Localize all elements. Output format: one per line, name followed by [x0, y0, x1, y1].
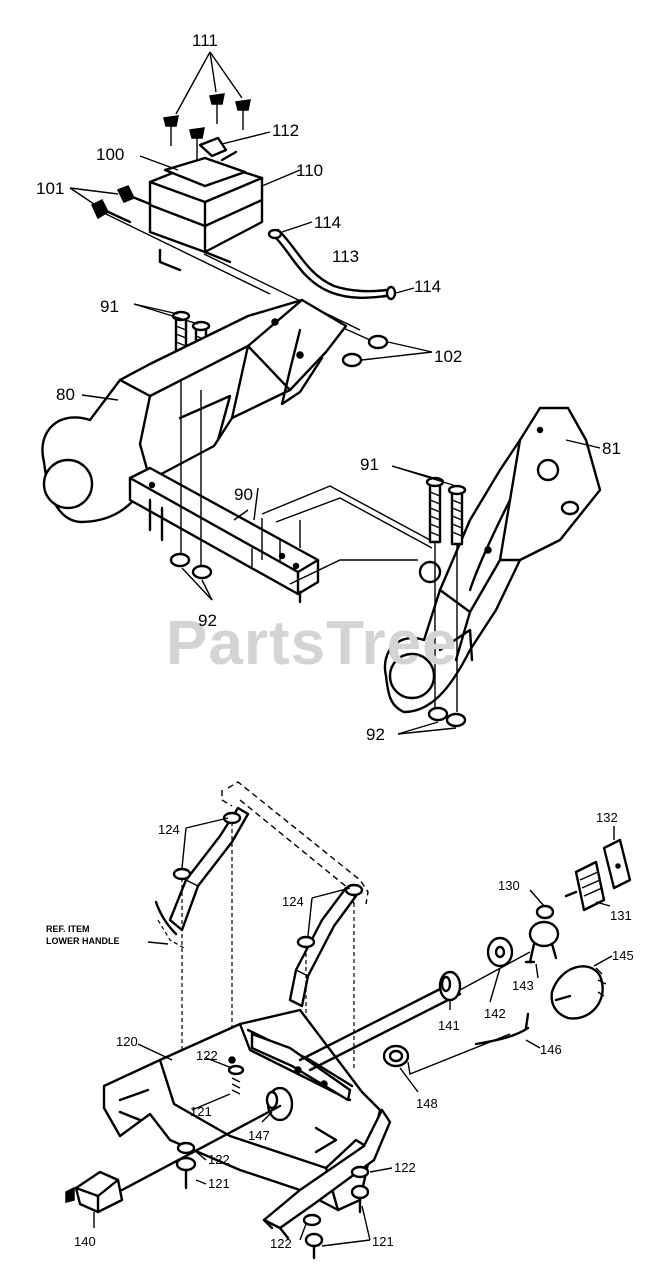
label-147: 147	[248, 1128, 270, 1143]
cross-bar-90	[128, 466, 320, 604]
label-102: 102	[434, 347, 462, 366]
knob-145	[550, 965, 607, 1020]
label-120: 120	[116, 1034, 138, 1049]
block-131	[564, 860, 606, 912]
label-81: 81	[602, 439, 621, 458]
bushing-147	[265, 1086, 294, 1122]
label-130: 130	[498, 878, 520, 893]
label-145: 145	[612, 948, 634, 963]
cover-plate-100	[163, 136, 247, 188]
bolts-101	[91, 185, 152, 224]
label-131: 131	[610, 908, 632, 923]
pin-146	[474, 1012, 530, 1046]
handle-arm-left	[154, 806, 250, 949]
label-122-right: 122	[394, 1160, 416, 1175]
nut-130	[535, 904, 555, 920]
cap-148	[382, 1044, 410, 1068]
ref-item-line2: LOWER HANDLE	[46, 936, 120, 946]
screws-111	[163, 93, 251, 160]
nuts-92-left	[169, 552, 213, 580]
watermark: PartsTree	[166, 609, 458, 678]
label-122-center: 122	[196, 1048, 218, 1063]
label-80: 80	[56, 385, 75, 404]
bracket-132	[602, 838, 632, 890]
springs-91-right	[425, 476, 467, 546]
washer-142	[486, 936, 514, 968]
label-112: 112	[272, 121, 299, 140]
label-146: 146	[540, 1042, 562, 1057]
label-121-center: 121	[190, 1104, 212, 1119]
shaft	[298, 951, 531, 1072]
label-114-right: 114	[414, 277, 441, 296]
label-91-right: 91	[360, 455, 379, 474]
side-plate-80	[41, 298, 348, 524]
gear-case-110	[148, 158, 264, 272]
label-124-right: 124	[282, 894, 304, 909]
label-122-left: 122	[208, 1152, 230, 1167]
label-111: 111	[192, 31, 218, 50]
wire-113	[267, 228, 397, 301]
label-148: 148	[416, 1096, 438, 1111]
lower-frame	[262, 1108, 392, 1240]
label-114-top: 114	[314, 213, 341, 232]
label-124-left: 124	[158, 822, 180, 837]
label-101: 101	[36, 179, 64, 198]
label-92-left: 92	[198, 611, 217, 630]
part-labels: 111 112 100 110 101 114 113 114 91 102 8…	[36, 31, 634, 1251]
lower-handle-ref	[221, 781, 369, 905]
collar-141	[438, 970, 462, 1002]
label-90: 90	[234, 485, 253, 504]
label-140: 140	[74, 1234, 96, 1249]
label-121-bottom: 121	[372, 1234, 394, 1249]
label-132: 132	[596, 810, 618, 825]
label-113: 113	[332, 247, 359, 266]
label-122-bottom: 122	[270, 1236, 292, 1251]
nuts-102	[341, 334, 389, 368]
label-92-right: 92	[366, 725, 385, 744]
nuts-92-right	[427, 706, 467, 728]
key-switch-143	[524, 920, 560, 964]
label-142: 142	[484, 1006, 506, 1021]
label-100: 100	[96, 145, 124, 164]
switch-140	[65, 1104, 282, 1214]
label-121-left: 121	[208, 1176, 230, 1191]
label-143: 143	[512, 978, 534, 993]
label-110: 110	[296, 161, 323, 180]
fasteners-center	[175, 1064, 370, 1260]
ref-item-line1: REF. ITEM	[46, 924, 90, 934]
label-91-left: 91	[100, 297, 119, 316]
label-141: 141	[438, 1018, 460, 1033]
